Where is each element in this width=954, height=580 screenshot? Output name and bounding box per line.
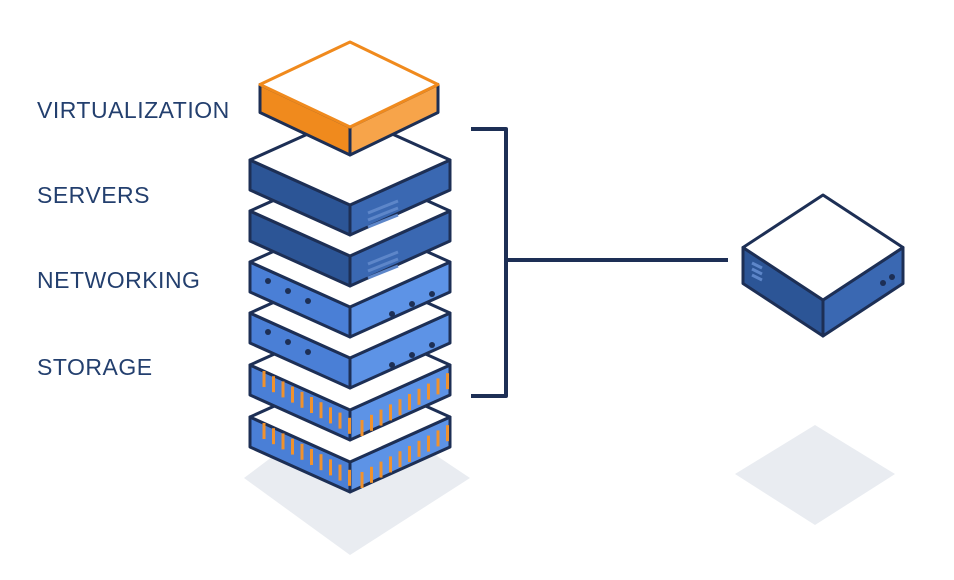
stack-unit-virtualization-0: [258, 40, 440, 157]
server-stack-icon: [248, 40, 452, 494]
appliance-box-icon: [741, 193, 905, 338]
bracket-connector-icon: [471, 127, 728, 398]
appliance-shadow: [735, 425, 895, 525]
bracket-line: [471, 127, 508, 398]
layer-label-storage: STORAGE: [37, 354, 153, 380]
layer-label-servers: SERVERS: [37, 182, 151, 208]
stack-unit-server-1: [248, 113, 452, 237]
appliance-top-face: [741, 193, 905, 302]
layer-label-networking: NETWORKING: [37, 267, 201, 293]
layer-label-virtualization: VIRTUALIZATION: [37, 97, 230, 123]
appliance-floor-shadow: [735, 425, 895, 525]
